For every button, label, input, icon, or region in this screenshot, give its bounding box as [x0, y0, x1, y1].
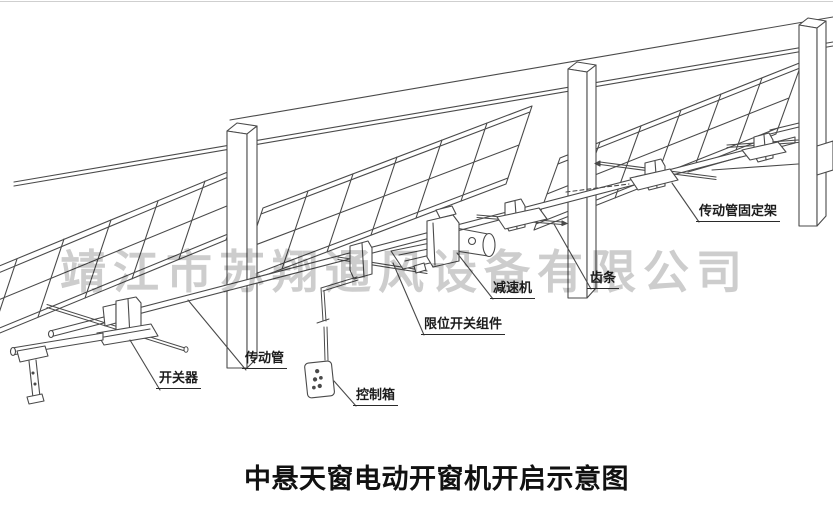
diagram-title: 中悬天窗电动开窗机开启示意图: [244, 464, 629, 495]
limit-switch-clamp: [337, 240, 428, 280]
window-panel-left: [0, 161, 253, 334]
leader-lines: [129, 182, 700, 407]
rack-bracket-motor: [476, 198, 568, 232]
company-watermark: 靖江市苏翔通风设备有限公司: [60, 245, 749, 299]
callout-gear-reducer: 减速机: [490, 281, 536, 300]
post-center: [567, 61, 597, 299]
post-right: [711, 17, 833, 227]
panel-arm: [687, 156, 741, 173]
callout-switch-opener: 开关器: [156, 371, 202, 390]
hidden-edge: [565, 183, 630, 193]
pipe-bracket-1: [594, 158, 717, 191]
control-box-device: [304, 360, 335, 399]
callout-control-box: 控制箱: [353, 388, 399, 407]
callout-drive-pipe-bracket: 传动管固定架: [696, 204, 781, 223]
callout-rack: 齿条: [587, 271, 620, 290]
gear-reducer-device: [390, 205, 496, 274]
sill-tube: [9, 332, 104, 405]
wall-beam: [13, 16, 833, 187]
switch-opener-device: [96, 296, 159, 346]
post-left: [226, 122, 258, 369]
pipe-bracket-2: [726, 132, 799, 163]
callout-limit-switch-assembly: 限位开关组件: [421, 317, 506, 336]
control-conduit: [316, 276, 359, 361]
callout-drive-pipe: 传动管: [242, 351, 288, 370]
